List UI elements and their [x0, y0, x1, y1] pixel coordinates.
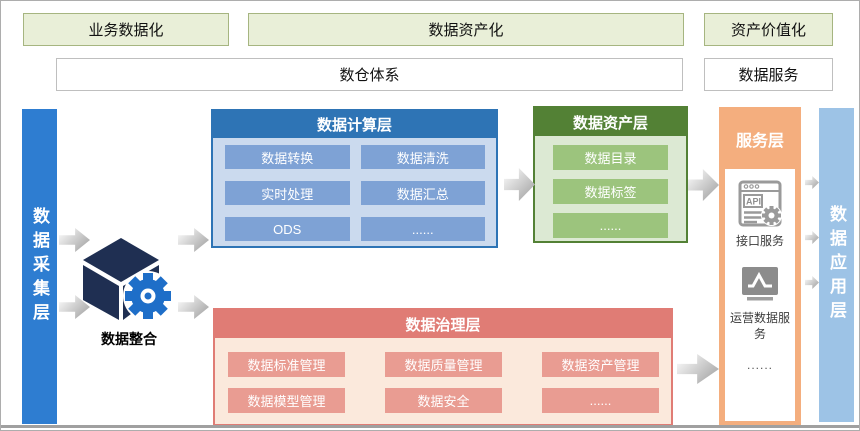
- governance-item: 数据标准管理: [228, 352, 345, 377]
- compute-layer-items: 数据转换 数据清洗 实时处理 数据汇总 ODS ......: [213, 138, 496, 241]
- band-data-assetization: 数据资产化: [248, 13, 684, 46]
- arrow-integration-to-governance: [178, 295, 209, 319]
- compute-item: ODS: [225, 217, 350, 241]
- api-service-label: 接口服务: [735, 234, 784, 248]
- governance-item: 数据模型管理: [228, 388, 345, 413]
- arrow-compute-to-asset: [504, 168, 535, 201]
- api-icon-text: API: [746, 197, 761, 207]
- monitor-chart-icon: [742, 267, 778, 301]
- governance-item: 数据安全: [385, 388, 502, 413]
- arrow-service-to-application-3: [805, 276, 819, 289]
- service-layer-panel: API: [725, 169, 795, 421]
- governance-item: ......: [542, 388, 659, 413]
- bottom-border-strip: [1, 425, 859, 428]
- arrow-asset-to-service: [688, 169, 719, 201]
- data-integration-group: 数据整合: [79, 238, 179, 349]
- api-browser-icon: API: [738, 180, 782, 227]
- cube-gear-icon: [83, 238, 173, 321]
- arrow-integration-to-compute: [178, 228, 209, 252]
- asset-item: ......: [553, 213, 668, 238]
- governance-layer-box: 数据治理层 数据标准管理 数据质量管理 数据资产管理 数据模型管理 数据安全 .…: [213, 308, 673, 426]
- band-data-service: 数据服务: [704, 58, 833, 91]
- compute-item: 实时处理: [225, 181, 350, 205]
- arrow-governance-to-service: [677, 354, 719, 384]
- service-ellipsis: ......: [746, 357, 773, 372]
- application-layer-bar: 数据应用层: [819, 108, 854, 422]
- service-layer-title: 服务层: [735, 133, 784, 150]
- asset-item: 数据标签: [553, 179, 668, 204]
- compute-item: 数据清洗: [360, 145, 485, 169]
- governance-item: 数据质量管理: [385, 352, 502, 377]
- arrow-service-to-application-2: [805, 231, 819, 244]
- compute-item: 数据汇总: [360, 181, 485, 205]
- compute-layer-box: 数据计算层 数据转换 数据清洗 实时处理 数据汇总 ODS ......: [211, 109, 498, 248]
- compute-item: 数据转换: [225, 145, 350, 169]
- governance-layer-title: 数据治理层: [215, 310, 671, 338]
- collection-layer-bar: 数据采集层: [22, 109, 57, 424]
- ops-data-service-label: 运营数据服务: [729, 311, 790, 342]
- band-asset-valuation: 资产价值化: [704, 13, 833, 46]
- governance-layer-items: 数据标准管理 数据质量管理 数据资产管理 数据模型管理 数据安全 ......: [215, 338, 671, 413]
- service-layer-box: 服务层 API: [719, 107, 801, 428]
- asset-layer-box: 数据资产层 数据目录 数据标签 ......: [533, 106, 688, 243]
- integration-label: 数据整合: [101, 331, 157, 347]
- band-business-datafication: 业务数据化: [23, 13, 229, 46]
- compute-item: ......: [360, 217, 485, 241]
- application-layer-label: 数据应用层: [827, 205, 846, 325]
- compute-layer-title: 数据计算层: [213, 111, 496, 138]
- arrow-service-to-application-1: [805, 176, 819, 189]
- band-data-warehouse-system: 数仓体系: [56, 58, 683, 91]
- asset-layer-title: 数据资产层: [535, 108, 686, 136]
- asset-layer-items: 数据目录 数据标签 ......: [535, 136, 686, 238]
- asset-item: 数据目录: [553, 145, 668, 170]
- collection-layer-label: 数据采集层: [30, 206, 49, 327]
- governance-item: 数据资产管理: [542, 352, 659, 377]
